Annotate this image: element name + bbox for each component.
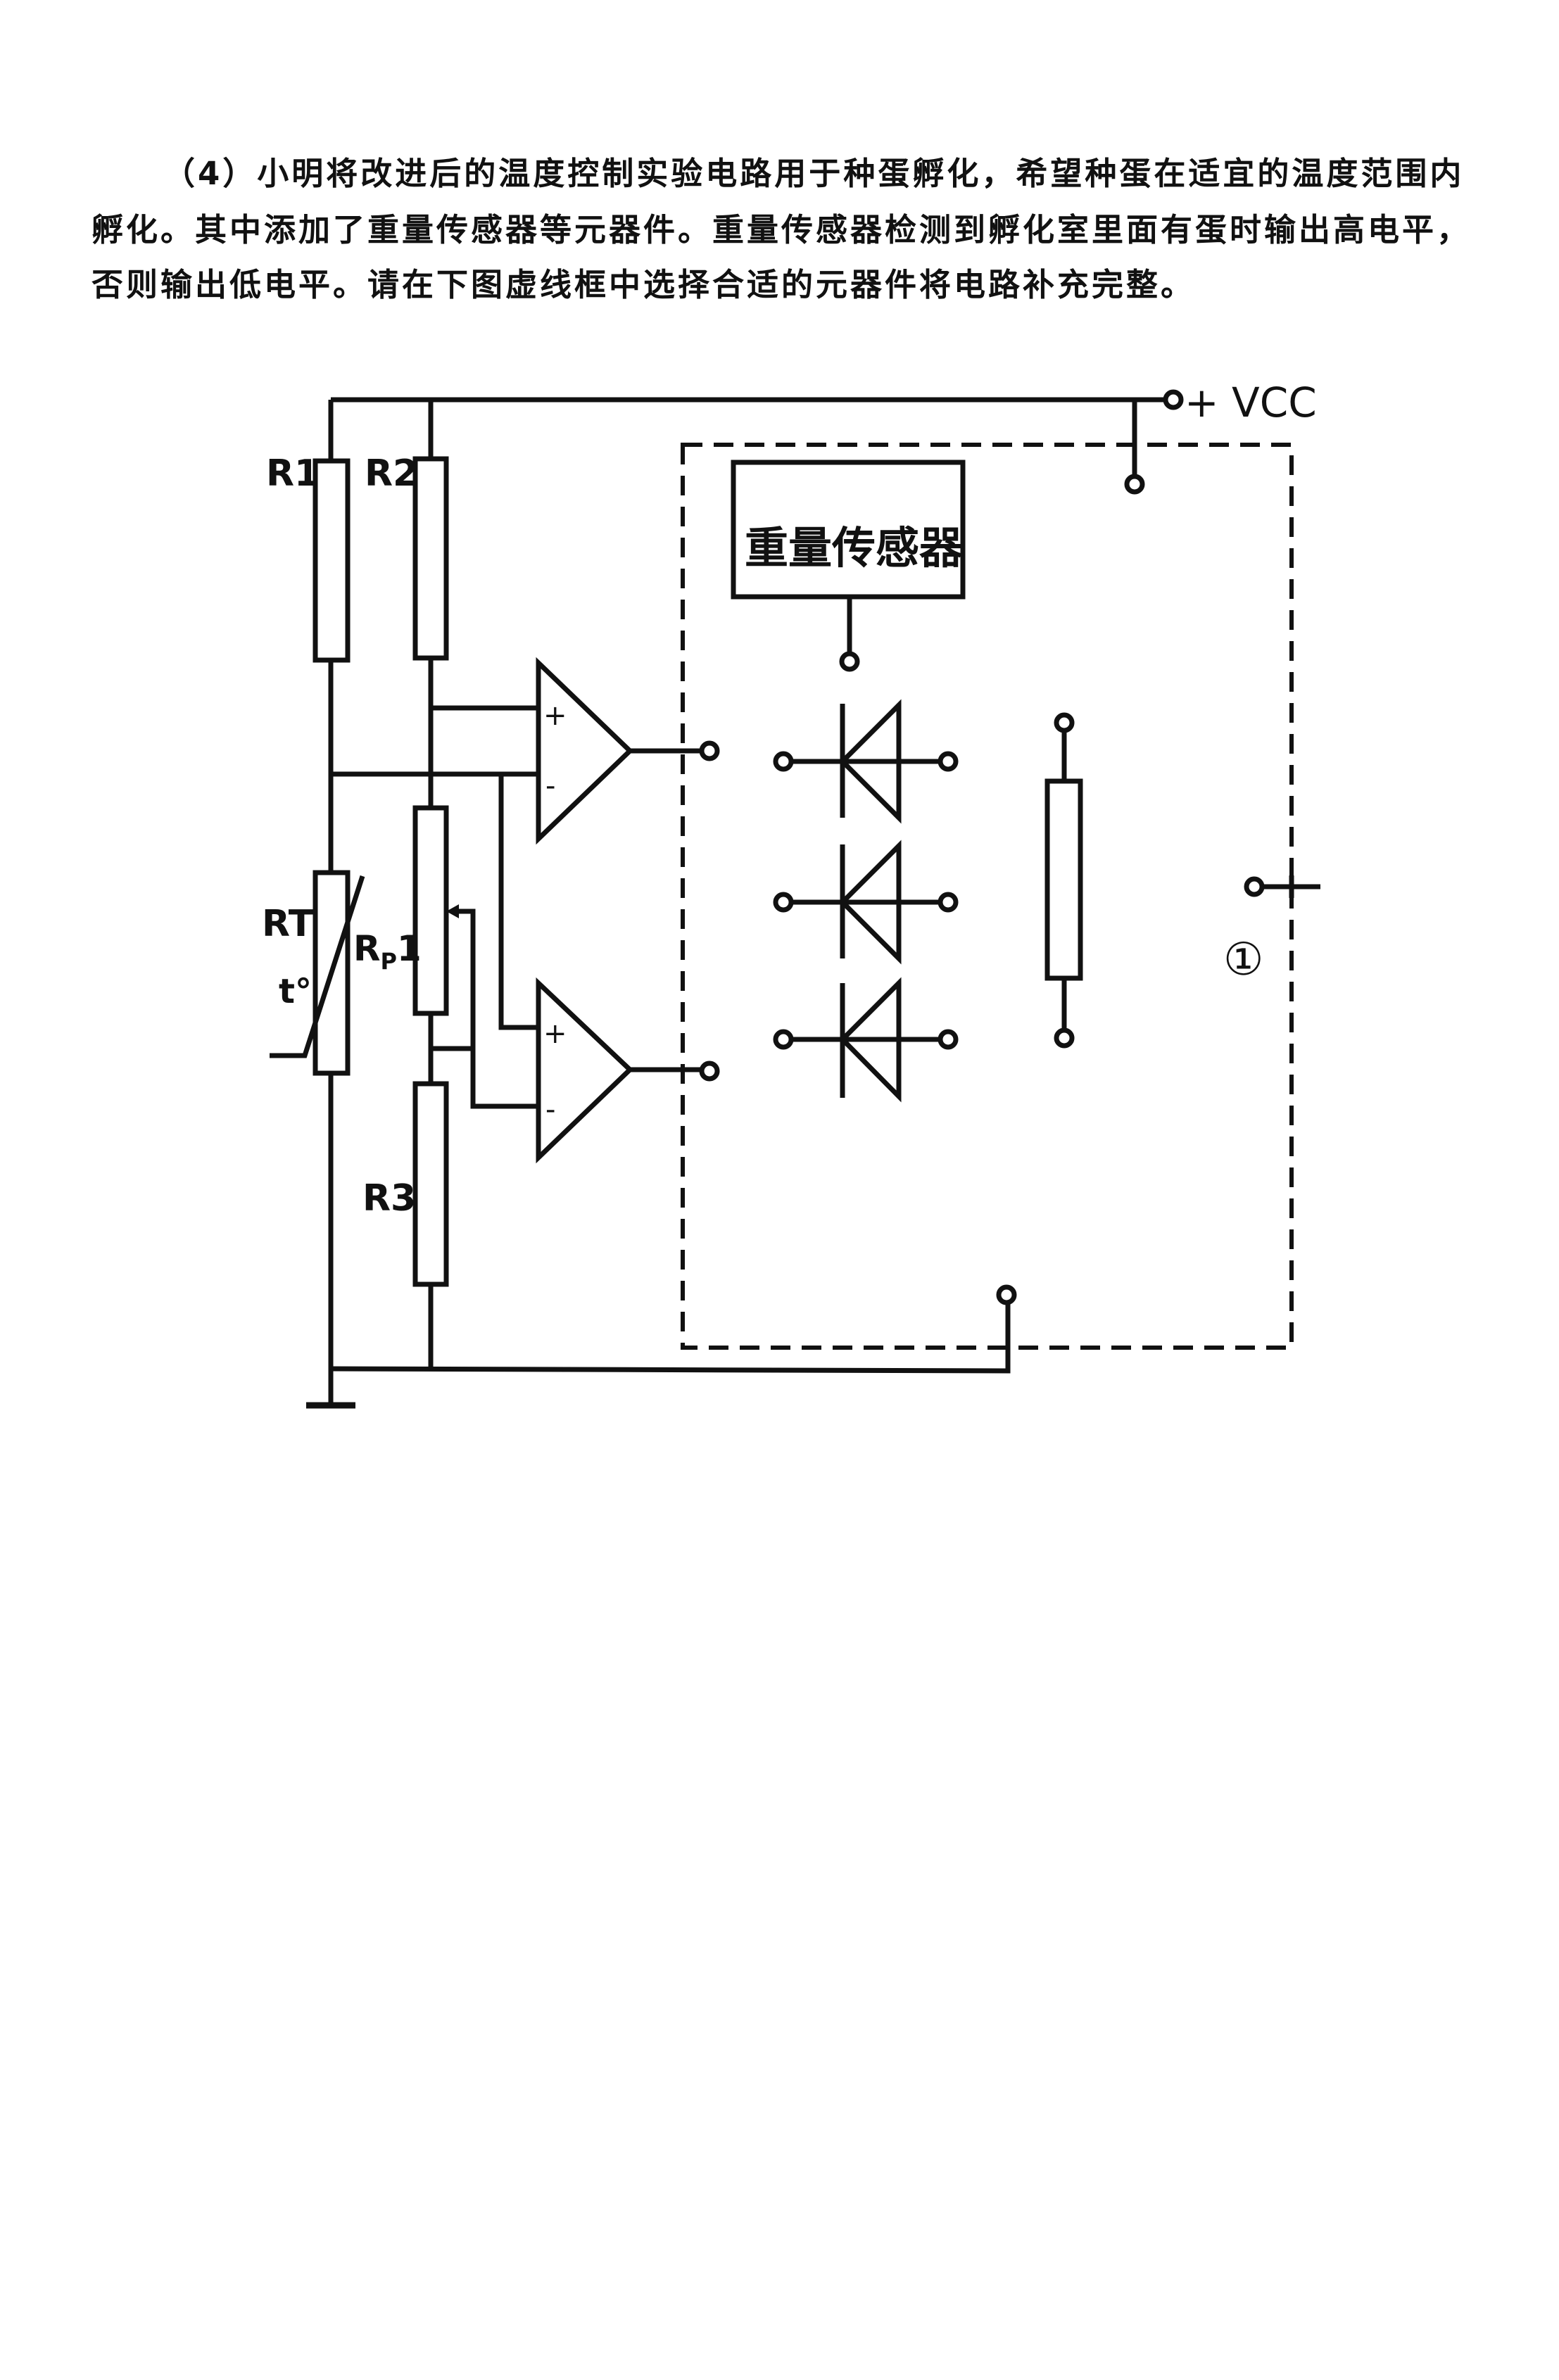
- opamp-2: [536, 977, 634, 1164]
- rp1-wiper-wire: [454, 909, 538, 1109]
- vcc-label: + VCC: [1185, 379, 1317, 426]
- resistor-r3: [412, 1081, 449, 1287]
- diode-2: [773, 840, 959, 965]
- resistor-r1: [313, 458, 351, 663]
- vcc-terminal: [1163, 389, 1184, 410]
- question-line-1: （4）小明将改进后的温度控制实验电路用于种蛋孵化，希望种蛋在适宜的温度范围内: [163, 155, 1465, 192]
- spare-resistor: [1044, 712, 1083, 1049]
- weight-sensor-label: 重量传感器: [745, 522, 964, 574]
- terminal-1: [1244, 876, 1265, 897]
- terminal-1-label: ①: [1223, 934, 1263, 986]
- resistor-r2: [412, 456, 449, 661]
- r2-label: R2: [365, 452, 418, 495]
- ground-inner-terminal: [996, 1284, 1017, 1305]
- opamp2-minus-sign: -: [545, 1094, 555, 1126]
- rp1-label: RP1: [353, 928, 422, 975]
- diode-1: [773, 699, 959, 824]
- r3-label: R3: [362, 1177, 416, 1220]
- opamp1-plus-sign: +: [543, 700, 567, 732]
- rt-temp-label: t°: [279, 972, 312, 1011]
- opamp2-plus-wire: [498, 774, 538, 1030]
- thermistor-slash: [270, 875, 365, 1058]
- opamp2-plus-sign: +: [543, 1018, 567, 1050]
- diode-3: [773, 977, 959, 1103]
- opamp1-output-terminal: [699, 740, 720, 761]
- sensor-output-terminal: [839, 651, 860, 672]
- wiper-arrow-icon: [446, 904, 459, 918]
- opamp2-output-terminal: [699, 1061, 720, 1082]
- vcc-inner-terminal: [1124, 474, 1145, 495]
- rt-label: RT: [262, 903, 314, 945]
- opamp-1: [536, 657, 634, 845]
- question-line-3: 否则输出低电平。请在下图虚线框中选择合适的元器件将电路补充完整。: [91, 266, 1196, 303]
- opamp1-minus-sign: -: [545, 770, 555, 802]
- potentiometer-rp1: [412, 805, 449, 1016]
- question-line-2: 孵化。其中添加了重量传感器等元器件。重量传感器检测到孵化室里面有蛋时输出高电平，: [91, 211, 1472, 248]
- r1-label: R1: [266, 452, 320, 495]
- ground-rail: [330, 1303, 1011, 1374]
